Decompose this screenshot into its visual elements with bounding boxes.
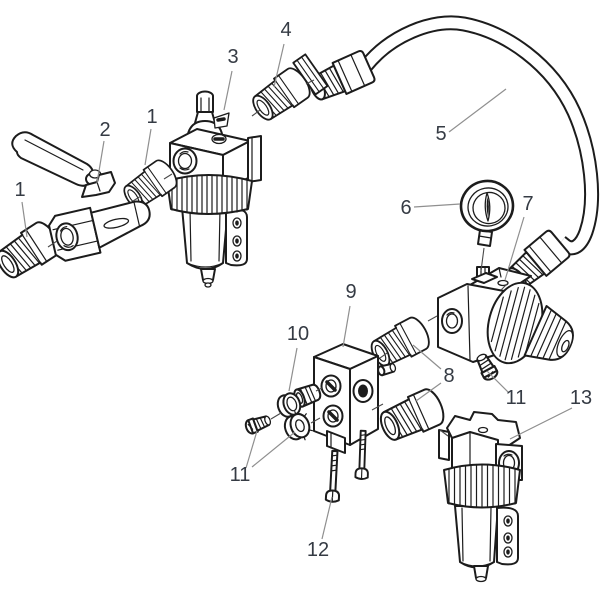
callout-label-threaded-nipple-middle: 1 xyxy=(146,106,157,128)
filter xyxy=(438,411,523,583)
manifold-block xyxy=(313,343,397,454)
callout-label-compression-ring-fitting: 10 xyxy=(287,323,309,345)
regulator-knob xyxy=(523,305,574,361)
leader-line-manifold-block xyxy=(342,305,351,348)
connector-fitting-lower xyxy=(374,385,450,448)
callout-label-mounting-screws: 12 xyxy=(307,539,329,561)
leader-line-mounting-screws xyxy=(321,496,333,540)
callout-label-lubricator: 3 xyxy=(227,46,238,68)
leader-line-connector-fittings xyxy=(415,382,442,402)
leader-line-screws-left xyxy=(245,430,258,469)
leader-line-hose-adapter-fitting xyxy=(273,43,285,88)
dowel-pin xyxy=(377,362,397,377)
mounting-screw-left xyxy=(324,449,343,504)
compression-ring-fitting xyxy=(276,392,302,418)
leader-line-connector-fittings xyxy=(412,344,442,370)
callout-label-ball-valve: 2 xyxy=(99,119,110,141)
leader-line-ball-valve xyxy=(96,140,105,184)
callout-label-threaded-nipple-left: 1 xyxy=(14,179,25,201)
callout-label-hose-adapter-fitting: 4 xyxy=(280,19,291,41)
leader-line-regulator xyxy=(504,216,525,281)
lubricator xyxy=(166,90,262,288)
regulator xyxy=(437,266,574,365)
leader-line-threaded-nipple-middle xyxy=(144,128,152,166)
callout-label-screw-right: 11 xyxy=(506,387,527,409)
leader-line-threaded-nipple-left xyxy=(21,201,28,238)
leader-line-screws-left xyxy=(251,431,296,468)
leader-line-filter xyxy=(509,407,573,440)
leader-line-lubricator xyxy=(223,70,233,111)
ball-valve xyxy=(11,131,151,262)
callout-label-connector-fittings: 8 xyxy=(443,365,454,387)
leader-line-air-hose xyxy=(448,88,507,133)
assembly-axis-lines xyxy=(47,79,508,437)
callout-label-filter: 13 xyxy=(570,387,592,409)
leader-line-screw-right xyxy=(486,370,510,394)
flange-nut xyxy=(283,410,314,441)
air-hose xyxy=(360,15,600,256)
callout-label-regulator: 7 xyxy=(522,193,533,215)
leader-line-pressure-gauge xyxy=(413,203,461,208)
screw-left xyxy=(243,412,274,436)
pressure-gauge xyxy=(459,179,515,247)
hose-adapter-fitting xyxy=(246,53,329,127)
callout-label-screws-left: 11 xyxy=(230,464,251,486)
callout-label-manifold-block: 9 xyxy=(345,281,356,303)
callout-label-pressure-gauge: 6 xyxy=(400,197,411,219)
leader-line-compression-ring-fitting xyxy=(288,347,298,392)
callout-label-air-hose: 5 xyxy=(435,123,446,145)
valve-handle xyxy=(11,131,95,187)
